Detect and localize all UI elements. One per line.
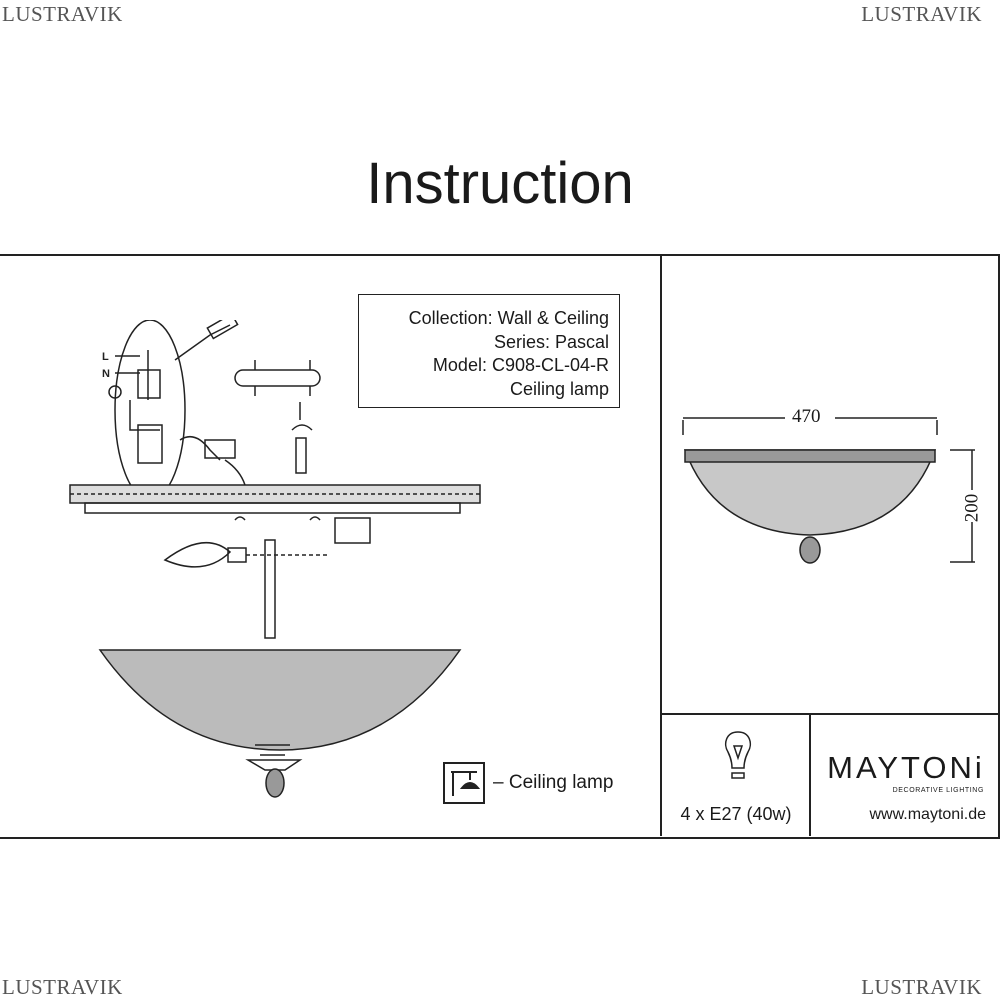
brand-url: www.maytoni.de <box>869 806 987 823</box>
ceiling-lamp-icon <box>443 762 485 804</box>
type-label: Ceiling lamp <box>509 378 609 399</box>
page-title: Instruction <box>366 151 634 216</box>
assembly-diagram: L N <box>69 320 481 798</box>
bulb-icon <box>725 731 751 779</box>
divider <box>809 714 811 836</box>
model-label: Model: C908-CL-04-R <box>432 355 609 375</box>
product-info-box: Collection: Wall & Ceiling Series: Pasca… <box>358 294 620 408</box>
brand-tagline: DECORATIVE LIGHTING <box>892 787 984 794</box>
collection-label: Collection: Wall & Ceiling <box>408 308 609 328</box>
neutral-label: N <box>102 368 110 380</box>
dimension-drawing <box>682 417 975 564</box>
bulb-spec: 4 x E27 (40w) <box>680 804 792 824</box>
height-dimension: 200 <box>961 493 983 523</box>
series-label: Series: Pascal <box>493 331 609 352</box>
legend: – Ceiling lamp <box>443 762 613 804</box>
watermark-logo: LUSTRAVIK <box>2 2 123 26</box>
watermark-logo: LUSTRAVIK <box>2 975 123 999</box>
divider <box>661 713 1000 715</box>
legend-label: – Ceiling lamp <box>493 772 614 793</box>
brand-logo: MAYTONi <box>827 750 985 785</box>
watermark-logo: LUSTRAVIK <box>861 975 982 999</box>
live-label: L <box>102 351 109 363</box>
width-dimension: 470 <box>792 406 821 427</box>
watermark-logo: LUSTRAVIK <box>861 2 982 26</box>
divider <box>660 255 662 836</box>
instruction-frame <box>0 254 1000 839</box>
